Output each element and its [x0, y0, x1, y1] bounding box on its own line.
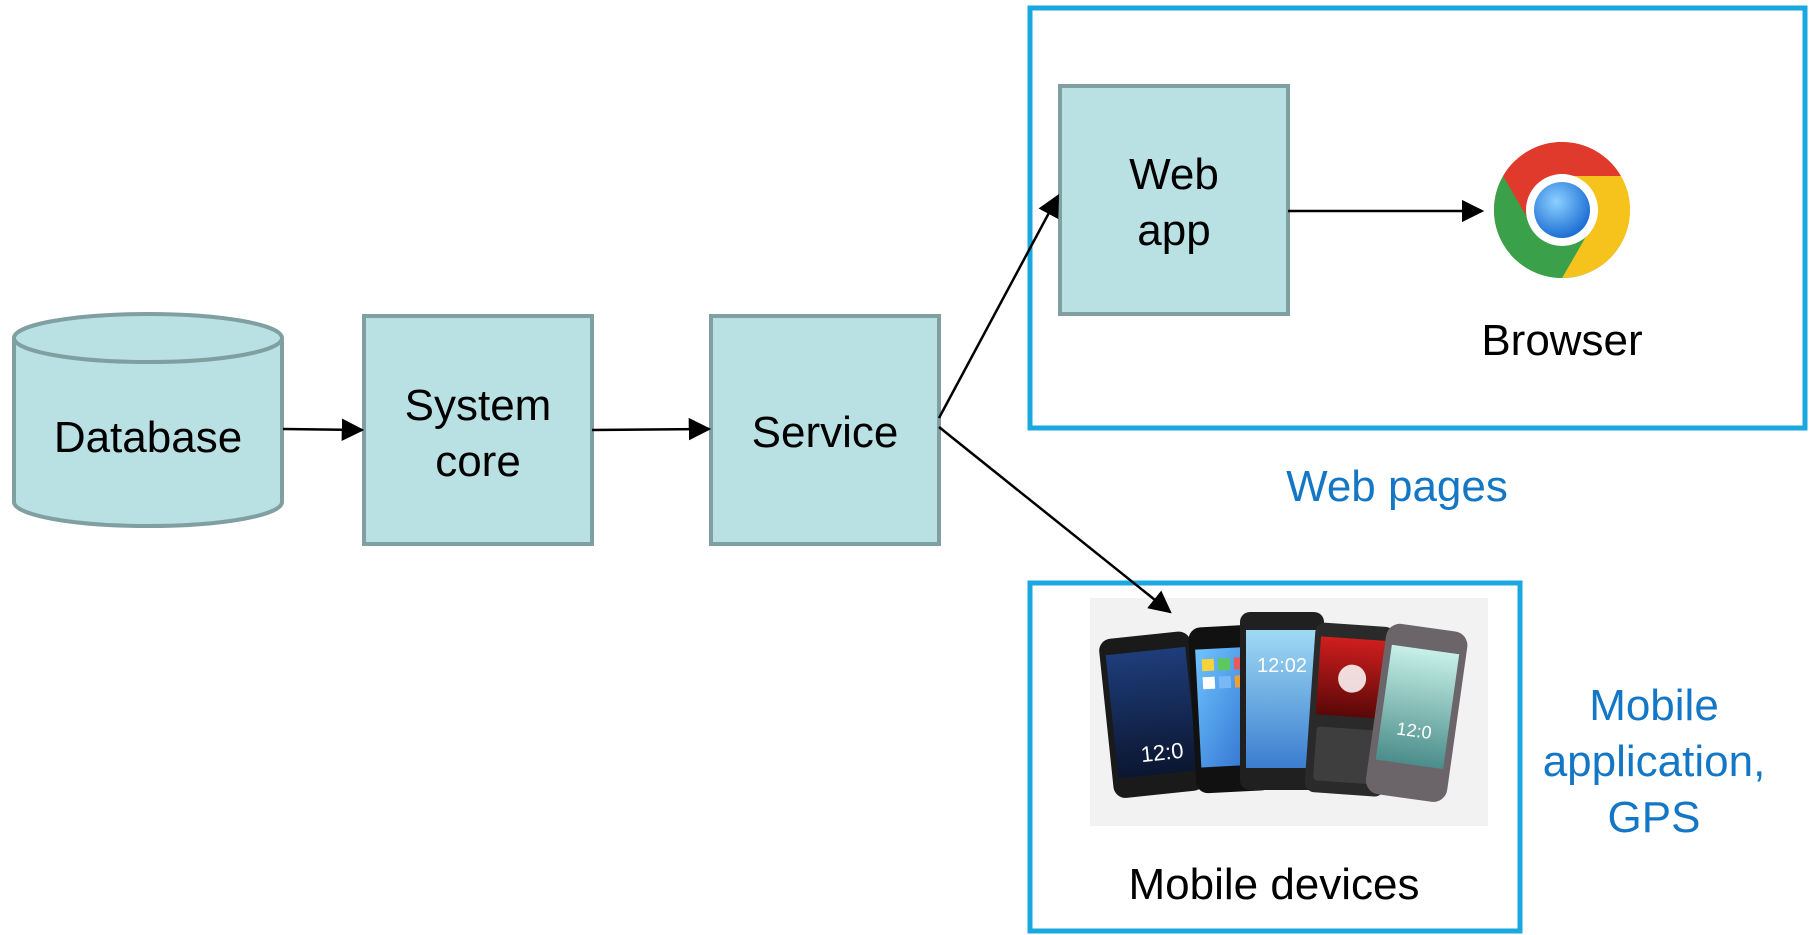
database-cylinder-top [12, 312, 284, 364]
service-label: Service [752, 408, 899, 457]
mobile-devices-label: Mobile devices [1128, 860, 1419, 909]
service-node: Service [709, 314, 941, 546]
mobile-label-line2: application, [1543, 737, 1766, 786]
service-box [709, 314, 941, 546]
web-app-label-line1: Web [1129, 150, 1219, 199]
browser-label: Browser [1481, 316, 1642, 365]
web-pages-group [1027, 5, 1808, 431]
database-cylinder-icon [12, 338, 284, 528]
system-core-node: System core [362, 314, 594, 546]
browser-node: Browser [1481, 141, 1643, 365]
mobile-group [1027, 580, 1523, 934]
smartphones-icon: 12:0 12:02 [1099, 612, 1468, 802]
web-app-label-line2: app [1137, 206, 1210, 255]
edge-database-to-system-core [282, 418, 365, 441]
mobile-label-line3: GPS [1608, 793, 1701, 842]
edge-service-to-mobile-devices [938, 426, 1172, 614]
system-core-label-line1: System [405, 381, 552, 430]
system-core-box [362, 314, 594, 546]
svg-text:12:0: 12:0 [1395, 718, 1432, 743]
svg-text:12:0: 12:0 [1139, 738, 1184, 767]
system-core-label-line2: core [435, 437, 521, 486]
web-app-node: Web app [1058, 84, 1290, 316]
edge-system-core-to-service [591, 417, 712, 441]
database-label: Database [54, 413, 242, 462]
mobile-devices-node: 12:0 12:02 [1090, 598, 1488, 909]
mobile-label-line1: Mobile [1589, 681, 1719, 730]
web-app-box [1058, 84, 1290, 316]
svg-text:12:02: 12:02 [1257, 655, 1307, 677]
chrome-browser-icon [1493, 141, 1631, 279]
edge-service-to-web-app [937, 194, 1060, 419]
database-node: Database [12, 312, 284, 528]
web-pages-label: Web pages [1286, 462, 1508, 511]
